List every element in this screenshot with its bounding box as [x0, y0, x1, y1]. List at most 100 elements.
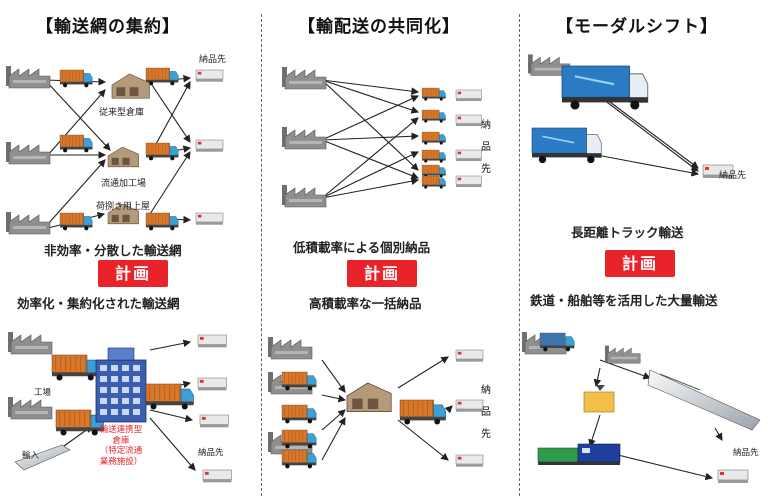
- flow-arrow: [321, 409, 346, 431]
- container-icon: [583, 385, 615, 413]
- store-icon: [197, 334, 227, 348]
- panel3-dest-label-2: 納品先: [733, 448, 759, 458]
- panel1-factory-label: 工場: [34, 388, 52, 398]
- warehouse-icon: [346, 382, 392, 412]
- store-icon: [702, 164, 734, 178]
- store-icon: [455, 454, 484, 467]
- truck-icon: [281, 371, 317, 391]
- panel3-dest-label: 納品先: [719, 171, 747, 181]
- flow-arrow: [149, 339, 192, 351]
- train-icon: [537, 443, 621, 465]
- panel1-before-caption: 非効率・分散した輸送網: [44, 243, 182, 258]
- panel3-after-caption: 鉄道・船舶等を活用した大量輸送: [530, 293, 718, 308]
- flow-arrow: [397, 419, 449, 461]
- flow-arrow: [47, 89, 106, 156]
- store-icon: [455, 89, 482, 102]
- flow-arrow: [321, 139, 420, 180]
- flow-arrow: [588, 414, 601, 448]
- truck-icon: [59, 134, 93, 153]
- panel1-dest-label: 納品先: [199, 55, 227, 65]
- flow-arrow: [149, 409, 194, 423]
- panel3-plan-badge: 計画: [605, 250, 675, 277]
- truck-icon: [421, 109, 446, 123]
- store-icon: [455, 399, 484, 412]
- truck-icon: [145, 383, 194, 410]
- panel1-upper-floor-label: 荷捌き用上屋: [96, 202, 151, 212]
- factory-icon: [8, 397, 53, 420]
- warehouse-icon: [111, 73, 150, 99]
- panel3-before-caption: 長距離トラック輸送: [571, 225, 684, 240]
- panel2-title: 【輸配送の共同化】: [298, 17, 460, 37]
- flow-arrows: [44, 71, 723, 481]
- warehouse-icon: [107, 146, 139, 168]
- truck-icon: [421, 149, 446, 163]
- flow-arrow: [321, 117, 419, 199]
- factory-icon: [282, 127, 327, 150]
- panel-divider-2: [519, 14, 520, 496]
- truck-icon: [51, 354, 100, 381]
- flow-arrow: [321, 79, 420, 96]
- factory-icon: [282, 185, 327, 208]
- factory-icon: [6, 142, 51, 165]
- store-icon: [455, 175, 482, 188]
- factory-icon: [6, 66, 51, 89]
- panel1-hub-label: 輸送連携型 倉庫 （特定流通 業務施設）: [99, 425, 143, 467]
- panel1-title: 【輸送網の集約】: [36, 17, 180, 37]
- store-icon: [197, 377, 227, 391]
- flow-arrow: [321, 132, 420, 141]
- truck-icon: [561, 65, 649, 110]
- flow-arrow: [321, 394, 347, 403]
- truck-icon: [421, 87, 446, 101]
- panel2-plan-badge: 計画: [347, 260, 417, 287]
- hub-warehouse-icon: [95, 347, 147, 423]
- truck-icon: [281, 449, 317, 469]
- flow-arrow: [47, 159, 106, 225]
- truck-icon: [281, 429, 317, 449]
- flow-arrow: [149, 81, 191, 143]
- truck-icon: [281, 404, 317, 424]
- panel1-plan-badge: 計画: [98, 260, 168, 287]
- factory-icon: [6, 212, 51, 235]
- truck-icon: [421, 175, 446, 189]
- flow-arrow: [397, 356, 449, 389]
- truck-icon: [531, 127, 602, 164]
- truck-icon: [145, 212, 179, 231]
- flow-arrow: [321, 177, 420, 199]
- panel1-dest-label-2: 納品先: [198, 448, 224, 458]
- factory-icon: [605, 345, 641, 364]
- flow-arrow: [321, 417, 346, 461]
- panel1-processing-label: 流通加工場: [101, 179, 147, 189]
- flow-arrow: [617, 454, 714, 481]
- panel1-warehouse-label: 従来型倉庫: [99, 108, 145, 118]
- panel2-dest-vertical: 納品先: [481, 120, 491, 175]
- store-icon: [195, 212, 224, 225]
- truck-icon: [145, 142, 179, 161]
- flow-arrow: [444, 405, 453, 414]
- flow-arrow: [149, 151, 191, 215]
- truck-icon: [421, 131, 446, 145]
- factory-icon: [282, 67, 327, 90]
- panel-divider-1: [261, 14, 262, 496]
- truck-icon: [59, 212, 93, 231]
- store-icon: [455, 114, 482, 127]
- store-icon: [455, 149, 482, 162]
- factory-icon: [528, 54, 571, 76]
- store-icon: [717, 469, 749, 483]
- store-icon: [455, 349, 484, 362]
- store-icon: [199, 414, 229, 428]
- warehouse-icon: [107, 203, 139, 225]
- store-icon: [202, 469, 232, 483]
- truck-icon: [145, 67, 179, 86]
- flow-arrow: [321, 151, 419, 199]
- flow-arrow: [149, 417, 196, 471]
- truck-icon: [399, 399, 446, 425]
- flow-arrow: [321, 359, 346, 393]
- panel2-dest-vertical-2: 納品先: [481, 385, 491, 440]
- factory-icon: [268, 337, 313, 360]
- store-icon: [195, 139, 224, 152]
- truck-icon: [539, 332, 575, 352]
- flow-arrow: [593, 367, 602, 388]
- panel2-after-caption: 高積載率な一括納品: [309, 296, 422, 311]
